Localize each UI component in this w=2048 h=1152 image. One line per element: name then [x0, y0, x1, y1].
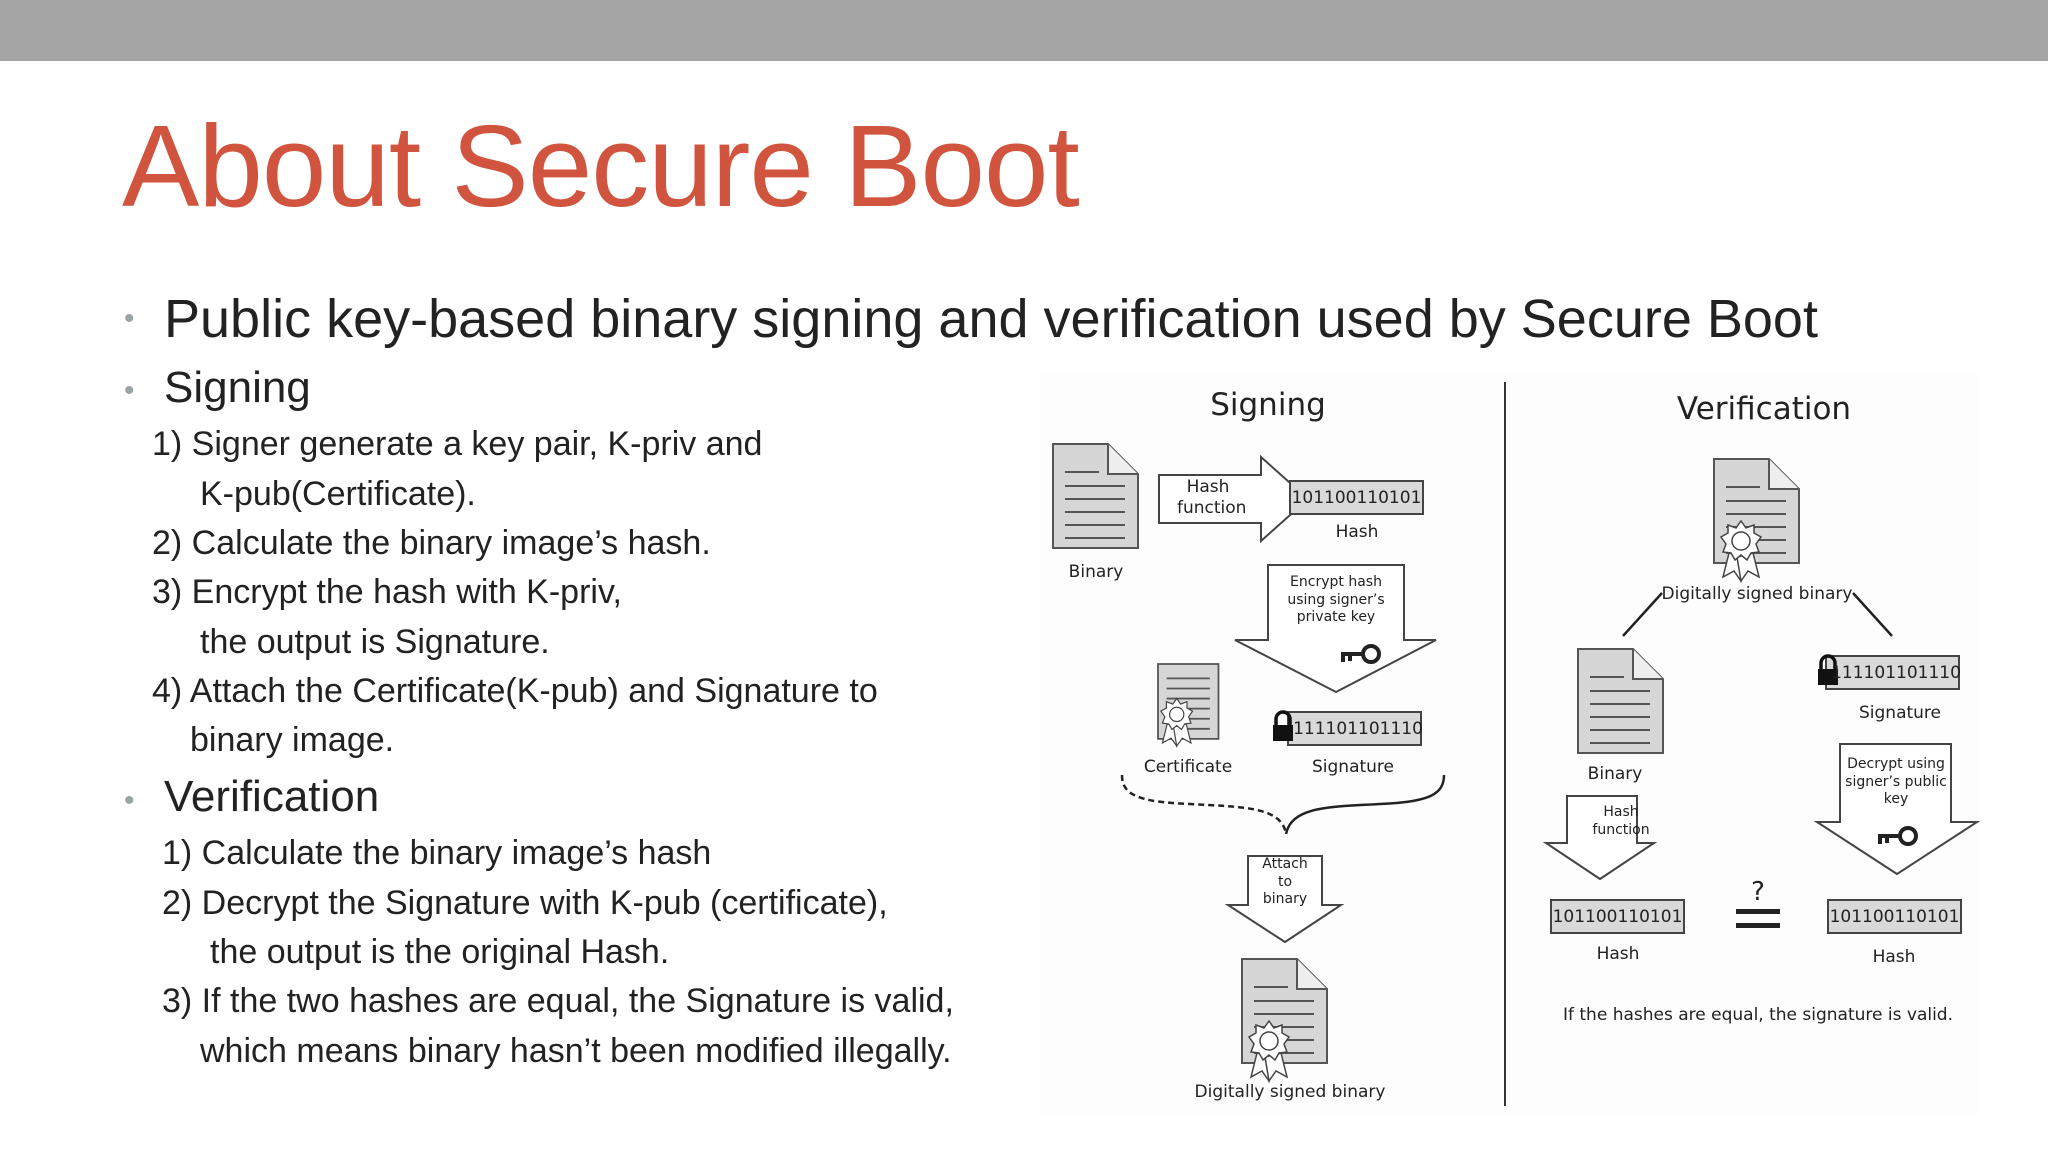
document-icon — [1052, 443, 1139, 549]
hash-label-left: Hash — [1596, 944, 1640, 964]
hash-value-left: 101100110101 — [1552, 906, 1683, 927]
bullet-dot: • — [124, 302, 135, 335]
verification-step-line: 3) If the two hashes are equal, the Sign… — [162, 982, 954, 1020]
decrypt-arrow — [1813, 743, 1980, 876]
signing-step-line: 3) Encrypt the hash with K-priv, — [152, 573, 622, 611]
decrypt-label: Decrypt using signer’s public key — [1845, 756, 1947, 807]
dashed-bracket — [1120, 774, 1288, 835]
slide-title: About Secure Boot — [122, 101, 1080, 231]
binary-label: Binary — [1587, 764, 1643, 784]
diagram-graphics — [1052, 382, 1980, 1106]
verification-step-line: the output is the original Hash. — [210, 933, 670, 971]
signature-label: Signature — [1858, 703, 1942, 723]
signing-step-line: K-pub(Certificate). — [200, 475, 476, 513]
verification-step-line: 1) Calculate the binary image’s hash — [162, 834, 712, 872]
certificate-label: Certificate — [1143, 757, 1233, 777]
encrypt-label: Encrypt hash using signer’s private key — [1287, 574, 1385, 625]
connector-left — [1622, 592, 1663, 637]
bullet-main: Public key-based binary signing and veri… — [164, 289, 1818, 349]
attach-arrow — [1224, 855, 1345, 944]
binary-label: Binary — [1068, 562, 1124, 582]
signature-value: 111101101110 — [1293, 718, 1423, 739]
document-icon — [1577, 648, 1664, 754]
equals-icon — [1736, 909, 1780, 928]
signed-binary-label: Digitally signed binary — [1661, 584, 1853, 604]
signing-step-line: 2) Calculate the binary image’s hash. — [152, 524, 711, 562]
hash-box-left — [1550, 899, 1685, 934]
solid-bracket — [1284, 774, 1446, 835]
certificate-icon — [1157, 663, 1220, 747]
signed-binary-icon — [1241, 958, 1328, 1082]
hash-value: 101100110101 — [1291, 487, 1422, 508]
signature-label: Signature — [1311, 757, 1395, 777]
bullet-dot: • — [124, 784, 135, 817]
hash-box — [1289, 480, 1424, 515]
signature-box — [1825, 655, 1960, 690]
verification-step-line: which means binary hasn’t been modified … — [200, 1032, 952, 1070]
secure-boot-diagram: Signing Binary Hash function 10110011010… — [1040, 374, 1980, 1114]
verification-heading: Verification — [164, 772, 380, 821]
hash-label: Hash — [1335, 522, 1379, 542]
hash-label-right: Hash — [1872, 947, 1916, 967]
signing-step-line: 4) Attach the Certificate(K-pub) and Sig… — [152, 672, 878, 710]
equality-question: ? — [1751, 877, 1765, 907]
signing-step-line: binary image. — [190, 721, 395, 759]
verification-title: Verification — [1676, 391, 1852, 427]
signing-heading: Signing — [164, 363, 311, 412]
connector-right — [1852, 592, 1893, 637]
hash-function-label: Hash function — [1592, 804, 1650, 838]
hash-function-arrow — [1158, 454, 1310, 544]
hash-box-right — [1827, 899, 1962, 934]
signing-step-line: 1) Signer generate a key pair, K-priv an… — [152, 425, 763, 463]
top-bar — [0, 0, 2048, 61]
conclusion-text: If the hashes are equal, the signature i… — [1562, 1005, 1954, 1025]
hash-function-label: Hash function — [1177, 477, 1247, 519]
bullet-dot: • — [124, 374, 135, 407]
attach-label: Attach to binary — [1262, 856, 1308, 907]
signed-binary-label: Digitally signed binary — [1194, 1082, 1386, 1102]
signing-title: Signing — [1210, 387, 1326, 423]
verification-step-line: 2) Decrypt the Signature with K-pub (cer… — [162, 884, 888, 922]
signing-step-line: the output is Signature. — [200, 623, 550, 661]
hash-value-right: 101100110101 — [1829, 906, 1960, 927]
signed-binary-icon — [1713, 458, 1800, 582]
lock-icon — [1271, 710, 1295, 743]
signature-value: 111101101110 — [1831, 662, 1961, 683]
